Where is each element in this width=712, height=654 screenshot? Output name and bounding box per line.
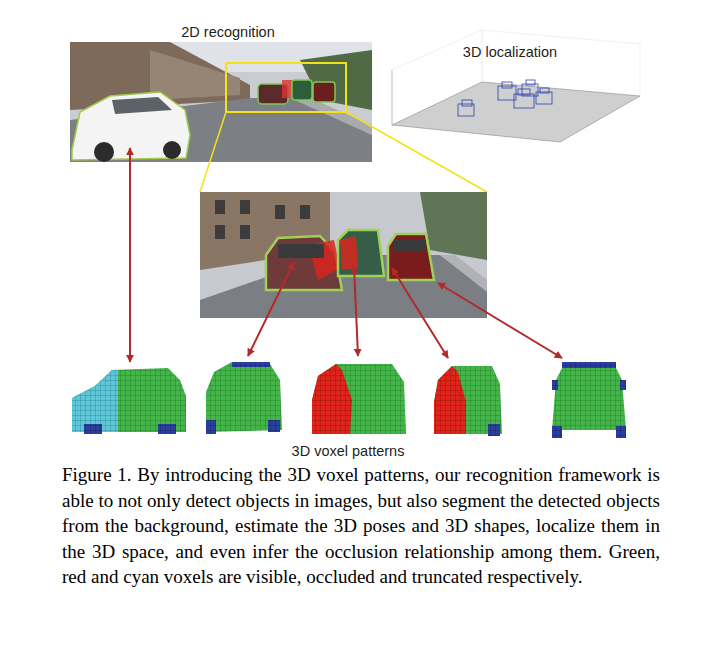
street-photo xyxy=(70,42,372,162)
voxel-car xyxy=(72,368,186,434)
zoomed-photo xyxy=(200,192,487,318)
figure-label: 3D localization xyxy=(463,44,557,61)
figure-label: 2D recognition xyxy=(181,24,275,41)
correspondence-arrow xyxy=(130,148,562,362)
voxel-car xyxy=(312,364,406,434)
3d-plot xyxy=(392,30,640,142)
voxel-car xyxy=(206,362,282,434)
voxel-car xyxy=(434,366,502,436)
figure-label: 3D voxel patterns xyxy=(292,443,405,460)
figure-caption: Figure 1. By introducing the 3D voxel pa… xyxy=(62,462,660,590)
voxel-car xyxy=(552,362,626,438)
